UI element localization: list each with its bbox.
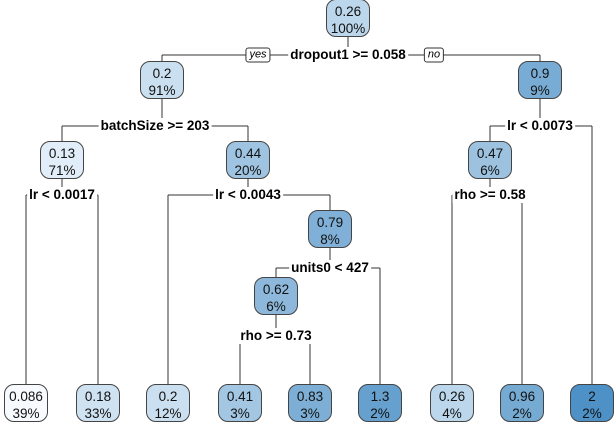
node-percent: 4% bbox=[442, 406, 462, 421]
leaf-node-l5: 0.83 3% bbox=[288, 384, 332, 422]
node-value: 0.9 bbox=[530, 66, 550, 81]
node-value: 0.2 bbox=[158, 389, 178, 404]
node-value: 0.18 bbox=[84, 389, 112, 404]
node-value: 0.41 bbox=[226, 389, 254, 404]
node-value: 1.3 bbox=[370, 389, 390, 404]
split-label-s7: units0 < 427 bbox=[289, 260, 371, 276]
node-percent: 3% bbox=[300, 406, 320, 421]
yes-tag: yes bbox=[245, 47, 271, 63]
split-label-s3: lr < 0.0073 bbox=[505, 118, 575, 134]
node-value: 0.83 bbox=[296, 389, 324, 404]
node-percent: 8% bbox=[320, 232, 340, 247]
internal-node-n1: 0.26 100% bbox=[326, 0, 370, 37]
split-label-s2: batchSize >= 203 bbox=[98, 118, 212, 134]
node-percent: 100% bbox=[330, 21, 366, 36]
split-label-s6: rho >= 0.58 bbox=[452, 187, 528, 203]
node-percent: 3% bbox=[230, 406, 250, 421]
leaf-node-l7: 0.26 4% bbox=[430, 384, 474, 422]
node-percent: 6% bbox=[480, 163, 500, 178]
node-percent: 2% bbox=[582, 406, 602, 421]
split-label-s5: lr < 0.0043 bbox=[213, 187, 283, 203]
node-percent: 39% bbox=[12, 406, 40, 421]
internal-node-n4: 0.13 71% bbox=[40, 141, 84, 179]
node-value: 0.79 bbox=[316, 215, 344, 230]
node-percent: 9% bbox=[530, 83, 550, 98]
leaf-node-l2: 0.18 33% bbox=[76, 384, 120, 422]
node-percent: 12% bbox=[154, 406, 182, 421]
leaf-node-l1: 0.086 39% bbox=[4, 384, 48, 422]
node-value: 0.96 bbox=[508, 389, 536, 404]
node-percent: 33% bbox=[84, 406, 112, 421]
internal-node-n7: 0.79 8% bbox=[308, 210, 352, 248]
internal-node-n5: 0.44 20% bbox=[226, 141, 270, 179]
node-percent: 71% bbox=[48, 163, 76, 178]
node-value: 2 bbox=[588, 389, 596, 404]
node-percent: 2% bbox=[512, 406, 532, 421]
leaf-node-l4: 0.41 3% bbox=[218, 384, 262, 422]
node-value: 0.26 bbox=[438, 389, 466, 404]
node-percent: 91% bbox=[148, 83, 176, 98]
node-value: 0.47 bbox=[476, 146, 504, 161]
node-value: 0.62 bbox=[262, 282, 290, 297]
node-value: 0.086 bbox=[9, 389, 43, 404]
internal-node-n6: 0.47 6% bbox=[468, 141, 512, 179]
split-label-s4: lr < 0.0017 bbox=[27, 187, 97, 203]
split-label-s8: rho >= 0.73 bbox=[238, 328, 314, 344]
node-value: 0.44 bbox=[234, 146, 262, 161]
node-percent: 20% bbox=[234, 163, 262, 178]
internal-node-n8: 0.62 6% bbox=[254, 277, 298, 315]
split-label-s1: dropout1 >= 0.058 bbox=[288, 47, 408, 63]
node-percent: 2% bbox=[370, 406, 390, 421]
node-value: 0.26 bbox=[334, 4, 362, 19]
no-tag: no bbox=[423, 47, 445, 63]
node-value: 0.13 bbox=[48, 146, 76, 161]
leaf-node-l8: 0.96 2% bbox=[500, 384, 544, 422]
node-value: 0.2 bbox=[152, 66, 172, 81]
node-percent: 6% bbox=[266, 299, 286, 314]
